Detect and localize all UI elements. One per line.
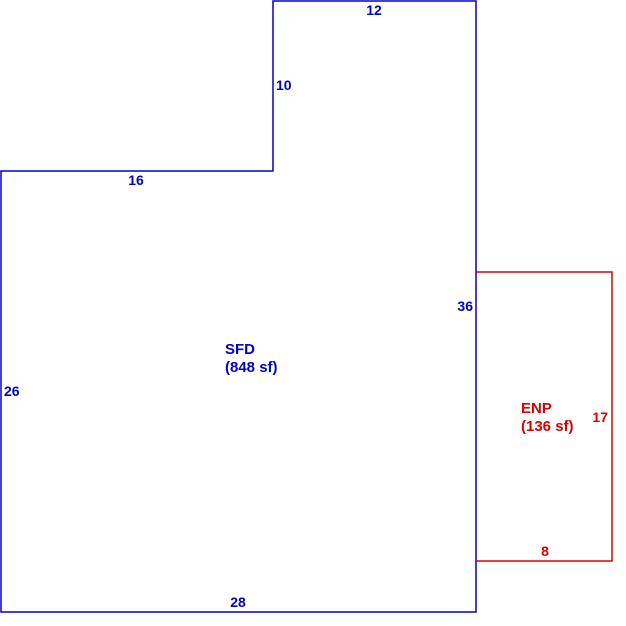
sfd-area-name: SFD <box>225 341 255 358</box>
enp-dim-right: 17 <box>592 409 608 425</box>
enp-area-name: ENP <box>521 400 552 417</box>
sfd-area-size: (848 sf) <box>225 359 278 376</box>
enp-dim-bottom: 8 <box>541 543 549 559</box>
sfd-dim-step: 16 <box>128 172 144 188</box>
sfd-dim-top: 12 <box>366 2 382 18</box>
enp-area-size: (136 sf) <box>521 418 574 435</box>
sfd-dim-bottom: 28 <box>230 594 246 610</box>
sfd-dim-left: 26 <box>4 383 20 399</box>
sfd-outline <box>0 0 477 613</box>
sfd-dim-right: 36 <box>457 298 473 314</box>
enp-outline <box>476 271 613 562</box>
sfd-dim-notch-side: 10 <box>276 77 292 93</box>
